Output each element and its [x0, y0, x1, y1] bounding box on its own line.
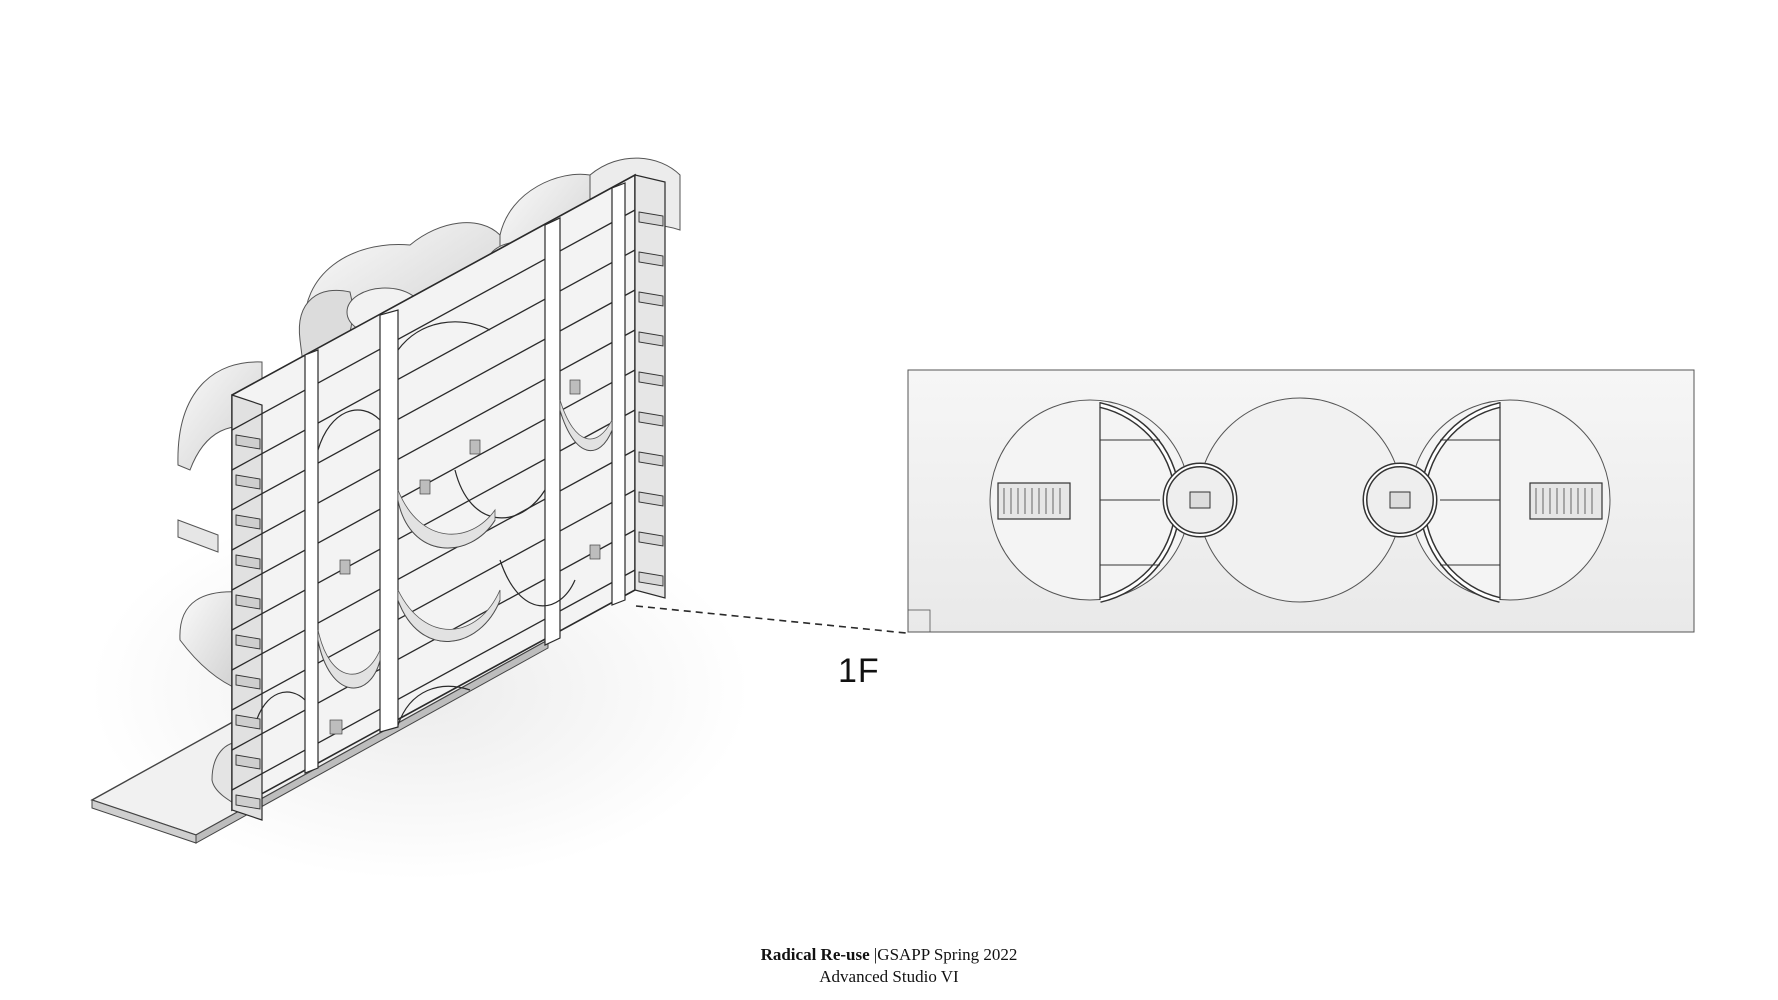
stair-icon: [997, 482, 1071, 520]
stair-icon: [1529, 482, 1603, 520]
axonometric-section: [90, 157, 750, 880]
stair-run: [235, 674, 261, 690]
stair-run: [235, 634, 261, 650]
stair-run: [638, 371, 664, 387]
stair-icon: [235, 434, 261, 810]
plan-corner-marker: [907, 609, 931, 633]
caption-title: Radical Re-use |GSAPP Spring 2022: [0, 944, 1778, 966]
plan-elevator-left: [1189, 491, 1211, 509]
left-vault-top: [177, 361, 263, 471]
floor-label: 1F: [838, 652, 880, 690]
base-slab-edge-right: [195, 639, 549, 844]
stair-run: [638, 451, 664, 467]
stair-run: [235, 714, 261, 730]
caption-subtitle: Advanced Studio VI: [819, 967, 959, 986]
stair-run: [235, 754, 261, 770]
stair-run: [638, 291, 664, 307]
leader-line: [635, 605, 907, 634]
stair-run: [638, 251, 664, 267]
plan-elevator-right: [1389, 491, 1411, 509]
caption-title-rest: |GSAPP Spring 2022: [873, 945, 1018, 964]
stair-run: [638, 211, 664, 227]
floor-plan-1f: [907, 369, 1695, 633]
stair-run: [638, 531, 664, 547]
column-walls: [304, 182, 626, 774]
stair-run: [235, 434, 261, 450]
stair-run: [235, 794, 261, 810]
stair-run: [235, 594, 261, 610]
stair-run: [638, 331, 664, 347]
stair-run: [235, 554, 261, 570]
vault-pockets: [317, 399, 613, 689]
caption: Radical Re-use |GSAPP Spring 2022 Advanc…: [0, 944, 1778, 988]
stair-tower-left: [231, 394, 263, 821]
furniture: [329, 379, 601, 735]
stair-run: [638, 491, 664, 507]
stair-icon: [638, 211, 664, 587]
floor-slabs: [231, 209, 636, 791]
stair-run: [638, 571, 664, 587]
stair-run: [235, 474, 261, 490]
left-balcony: [177, 519, 219, 553]
caption-title-bold: Radical Re-use: [760, 945, 874, 964]
stair-run: [235, 514, 261, 530]
stair-run: [638, 411, 664, 427]
